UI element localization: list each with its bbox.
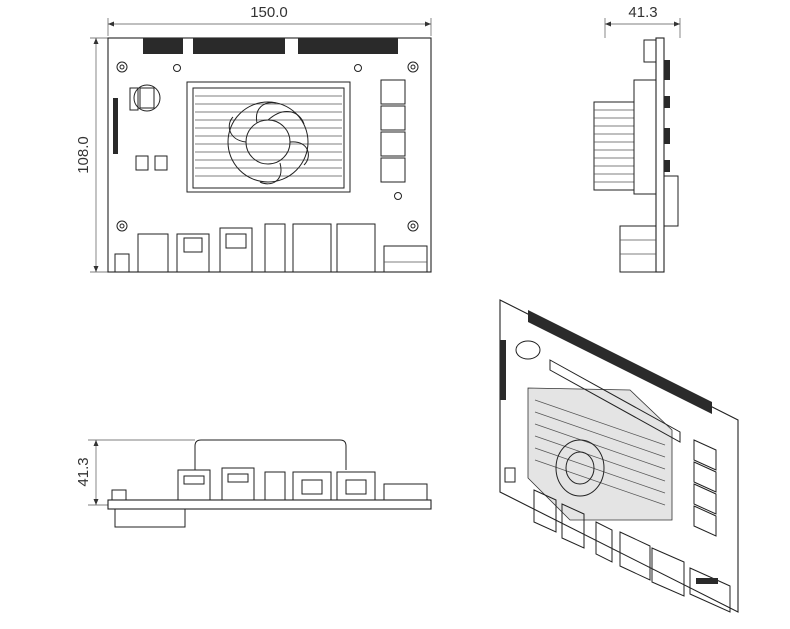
- top-pcb-outline: [107, 37, 432, 273]
- top-battery-holder: [129, 84, 161, 112]
- front-height-dimension: 41.3: [75, 439, 195, 506]
- iso-header-pins: [528, 310, 712, 414]
- side-depth-dimension: 41.3: [604, 4, 681, 38]
- side-top-connector: [643, 39, 657, 63]
- top-heatsink: [186, 81, 351, 193]
- iso-heatsink: [527, 387, 673, 521]
- width-dimension-label: 150.0: [250, 4, 288, 21]
- top-mounting-holes: [116, 61, 419, 232]
- top-view: 150.0 108.0: [75, 4, 432, 273]
- width-dimension: 150.0: [107, 4, 432, 36]
- iso-front-ports: [533, 489, 731, 613]
- front-bottom-block: [114, 508, 186, 528]
- top-bottom-ports: [114, 223, 428, 273]
- iso-right-connectors: [693, 439, 717, 537]
- side-right-connector: [663, 175, 679, 227]
- front-pcb: [107, 499, 432, 510]
- side-bottom-port: [619, 225, 657, 273]
- side-depth-label: 41.3: [628, 4, 657, 21]
- iso-small-port: [504, 467, 516, 483]
- top-buttons: [135, 155, 168, 171]
- front-height-label: 41.3: [75, 457, 92, 486]
- side-pcb: [655, 37, 665, 273]
- isometric-view: [499, 299, 739, 613]
- side-heatsink: [593, 79, 657, 195]
- iso-fan: [555, 439, 605, 497]
- front-view: 41.3: [75, 439, 432, 528]
- top-right-connectors: [380, 79, 406, 183]
- height-dimension-label: 108.0: [75, 136, 92, 174]
- height-dimension: 108.0: [75, 37, 108, 273]
- side-view: 41.3: [593, 4, 681, 273]
- front-heatsink: [194, 439, 347, 470]
- iso-battery: [515, 340, 541, 360]
- front-ports: [111, 467, 428, 501]
- top-header-pins: [143, 38, 398, 54]
- top-left-small-header: [113, 98, 118, 154]
- top-fan-ring: [227, 101, 309, 183]
